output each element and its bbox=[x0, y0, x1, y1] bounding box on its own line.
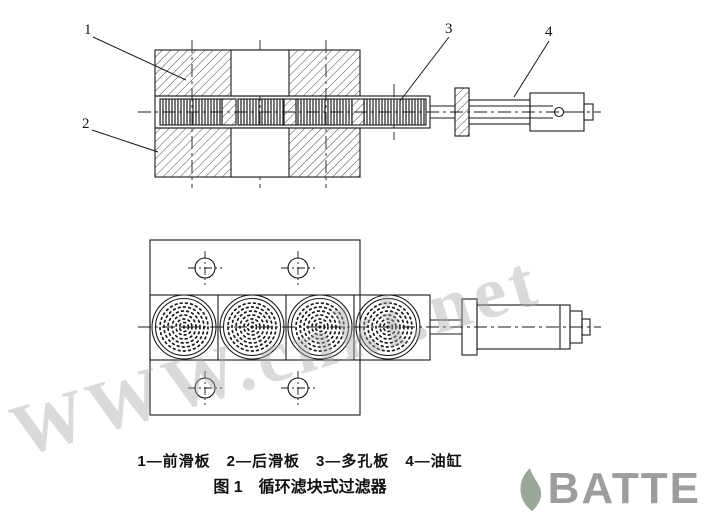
leader-line-4 bbox=[513, 40, 550, 98]
bolt-hole bbox=[188, 251, 222, 285]
slide-band-plan bbox=[149, 294, 431, 361]
bolt-hole bbox=[281, 371, 315, 405]
bottom-plan-view bbox=[138, 239, 601, 416]
leader-line-1 bbox=[92, 36, 187, 81]
cylinder-tail bbox=[583, 103, 594, 121]
leader-line-3 bbox=[399, 36, 450, 102]
spacer-block bbox=[351, 98, 365, 126]
bolt-hole bbox=[188, 371, 222, 405]
callout-labels: 1 2 3 4 bbox=[82, 21, 553, 132]
feed-channel-lower bbox=[230, 127, 290, 178]
porous-plate bbox=[295, 98, 353, 126]
slide-band bbox=[154, 95, 431, 129]
oil-cylinder-section bbox=[430, 87, 594, 137]
callout-3: 3 bbox=[445, 21, 453, 37]
spacer-block bbox=[283, 98, 297, 126]
porous-plate bbox=[159, 98, 223, 126]
top-section-view bbox=[91, 36, 601, 188]
porous-plate bbox=[237, 98, 285, 126]
spacer-block bbox=[221, 98, 237, 126]
filter-disc-2 bbox=[219, 294, 285, 360]
logo: BATTE bbox=[514, 464, 701, 514]
callout-1: 1 bbox=[84, 22, 92, 38]
filter-disc-1 bbox=[151, 294, 217, 360]
callout-4: 4 bbox=[545, 24, 553, 40]
figure-title: 图 1 循环滤块式过滤器 bbox=[213, 479, 387, 496]
logo-text: BATTE bbox=[547, 464, 701, 513]
leader-line-2 bbox=[91, 129, 159, 153]
mount-flange bbox=[454, 87, 470, 137]
cylinder-tail bbox=[581, 318, 591, 336]
leaf-logo-icon bbox=[520, 468, 541, 511]
porous-plate bbox=[363, 98, 427, 126]
feed-channel-upper bbox=[230, 49, 290, 97]
oil-cylinder-plan bbox=[430, 298, 591, 356]
callout-2: 2 bbox=[82, 116, 90, 132]
filter-disc-4 bbox=[355, 294, 421, 360]
bolt-hole bbox=[281, 251, 315, 285]
filter-disc-3 bbox=[287, 294, 353, 360]
figure-caption: 1—前滑板 2—后滑板 3—多孔板 4—油缸 bbox=[137, 453, 463, 470]
